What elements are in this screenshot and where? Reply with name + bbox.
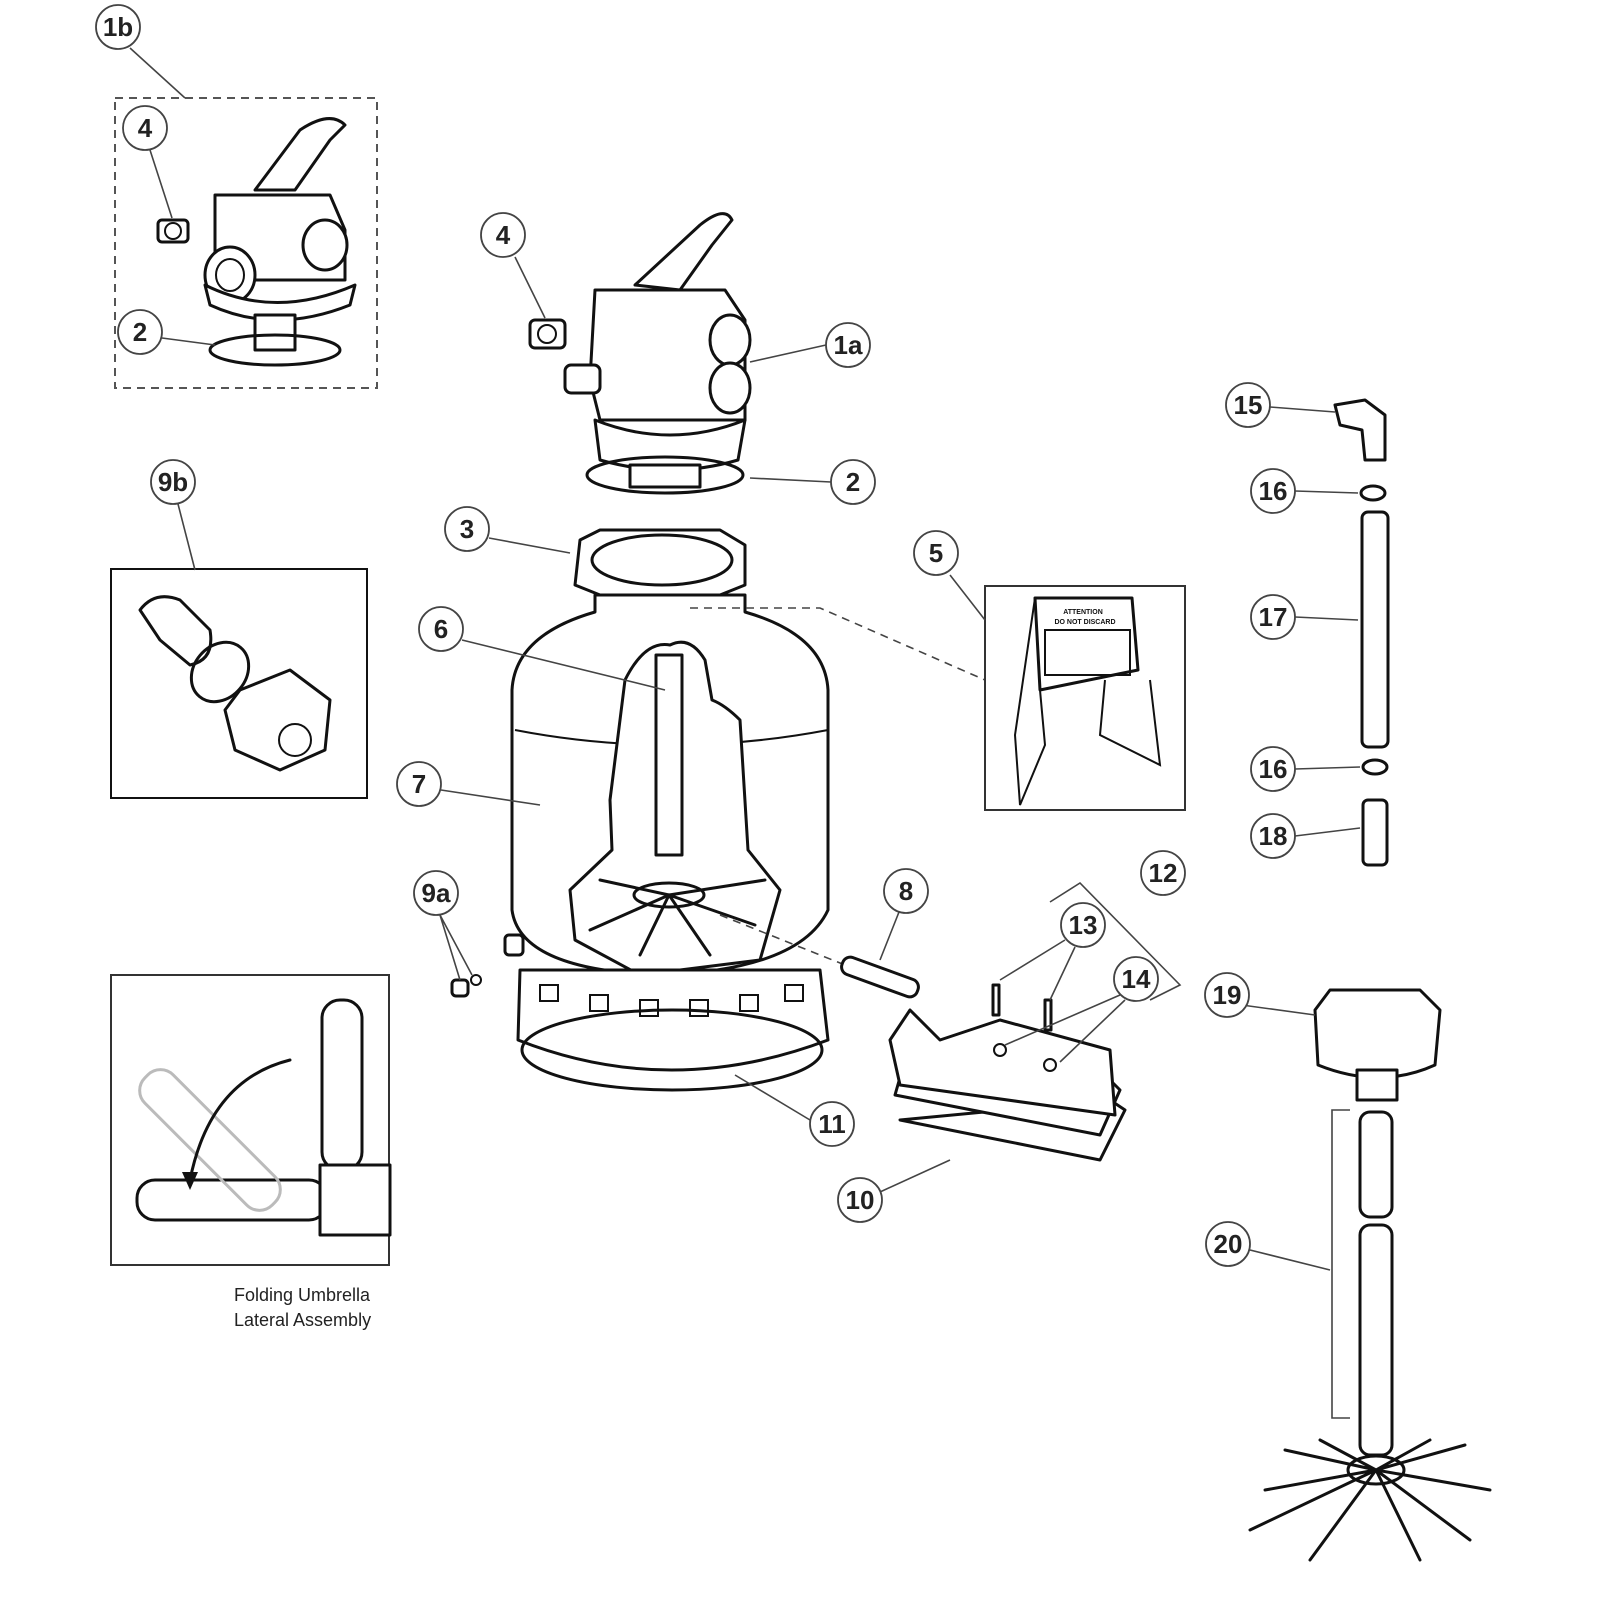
svg-text:5: 5: [929, 538, 943, 568]
callout-9a: 9a: [413, 870, 459, 916]
svg-text:4: 4: [496, 220, 511, 250]
callout-5: 5: [913, 530, 959, 576]
svg-text:9a: 9a: [422, 878, 451, 908]
callout-1b: 1b: [95, 4, 141, 50]
svg-text:6: 6: [434, 614, 448, 644]
svg-text:10: 10: [846, 1185, 875, 1215]
svg-text:8: 8: [899, 876, 913, 906]
callout-12: 12: [1140, 850, 1186, 896]
svg-text:1b: 1b: [103, 12, 133, 42]
callout-2: 2: [117, 309, 163, 355]
callout-11: 11: [809, 1101, 855, 1147]
callout-3: 3: [444, 506, 490, 552]
air-relief-parts: [1333, 398, 1390, 867]
drain-cap-assembly-9b: [110, 568, 368, 799]
callout-14: 14: [1113, 956, 1159, 1002]
sign-text-do-not-discard: DO NOT DISCARD: [1054, 619, 1115, 626]
callout-17: 17: [1250, 594, 1296, 640]
svg-text:16: 16: [1259, 476, 1288, 506]
standpipe-lateral-20: [1248, 1109, 1492, 1562]
svg-text:15: 15: [1234, 390, 1263, 420]
svg-text:12: 12: [1149, 858, 1178, 888]
multiport-valve-1a: [528, 212, 752, 495]
filter-tank-7: [503, 593, 986, 1092]
drain-pipe-8: [840, 955, 920, 999]
callout-9b: 9b: [150, 459, 196, 505]
callout-4: 4: [122, 105, 168, 151]
callout-1a: 1a: [825, 322, 871, 368]
diffuser-19: [1313, 988, 1442, 1102]
callout-18: 18: [1250, 813, 1296, 859]
svg-text:18: 18: [1259, 821, 1288, 851]
callout-19: 19: [1204, 972, 1250, 1018]
svg-text:1a: 1a: [834, 330, 863, 360]
svg-text:9b: 9b: [158, 467, 188, 497]
svg-text:11: 11: [818, 1109, 846, 1139]
callout-4: 4: [480, 212, 526, 258]
base-10: [888, 983, 1127, 1162]
svg-text:4: 4: [138, 113, 153, 143]
closure-clamp-3: [573, 528, 747, 597]
drain-plug-9a: [450, 974, 482, 998]
callout-10: 10: [837, 1177, 883, 1223]
callout-16: 16: [1250, 468, 1296, 514]
callout-7: 7: [396, 761, 442, 807]
svg-text:3: 3: [460, 514, 474, 544]
callout-13: 13: [1060, 902, 1106, 948]
callout-16: 16: [1250, 746, 1296, 792]
svg-text:14: 14: [1122, 964, 1151, 994]
sign-text-attention: ATTENTION: [1063, 609, 1103, 616]
svg-text:7: 7: [412, 769, 426, 799]
svg-text:19: 19: [1213, 980, 1242, 1010]
svg-text:20: 20: [1214, 1229, 1243, 1259]
callout-6: 6: [418, 606, 464, 652]
valve-assembly-1b: [114, 97, 378, 389]
svg-text:16: 16: [1259, 754, 1288, 784]
folding-umbrella-lateral-inset: [110, 974, 392, 1266]
callout-20: 20: [1205, 1221, 1251, 1267]
svg-text:2: 2: [133, 317, 147, 347]
svg-text:13: 13: [1069, 910, 1098, 940]
callout-15: 15: [1225, 382, 1271, 428]
svg-text:2: 2: [846, 467, 860, 497]
callout-8: 8: [883, 868, 929, 914]
warning-sign-5: ATTENTION DO NOT DISCARD: [984, 585, 1186, 811]
svg-text:17: 17: [1259, 602, 1288, 632]
callout-2: 2: [830, 459, 876, 505]
inset-caption-line2: Lateral Assembly: [234, 1310, 371, 1330]
inset-caption-line1: Folding Umbrella: [234, 1285, 371, 1305]
